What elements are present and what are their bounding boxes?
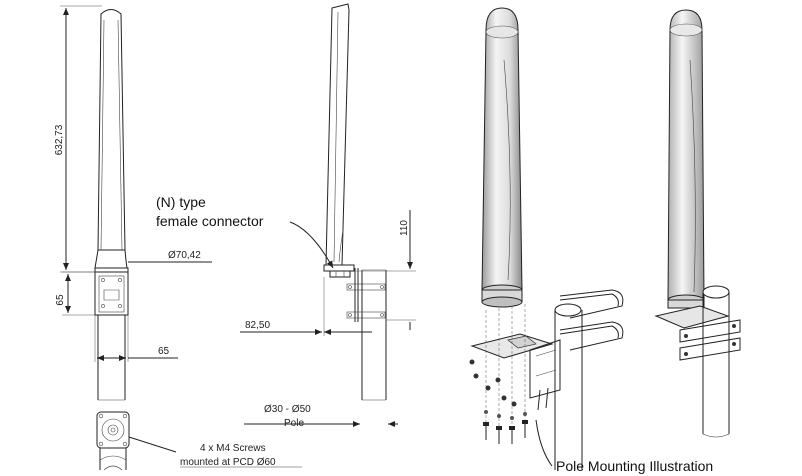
connector-label-line2: female connector	[156, 213, 264, 229]
dim-pole-range: Ø30 - Ø50	[264, 404, 311, 415]
screw-set	[469, 359, 528, 444]
dim-total-height: 632,73	[54, 124, 65, 155]
pole-mounting-caption: Pole Mounting Illustration	[556, 458, 713, 474]
dim-diameter: Ø70,42	[168, 250, 201, 261]
isometric-view-right	[654, 9, 741, 438]
bottom-view	[96, 411, 130, 471]
dim-pole-word: Pole	[284, 418, 304, 429]
connector-label-line1: (N) type	[156, 194, 206, 210]
screws-label-line1: 4 x M4 Screws	[200, 443, 266, 454]
dim-bracket-width: 65	[158, 346, 170, 357]
side-view: 110 82,50 Ø30 - Ø50 Pole (N) type female…	[156, 3, 416, 429]
dim-connector-height: 110	[399, 220, 410, 236]
dim-offset: 82,50	[245, 320, 270, 331]
dim-bracket-height: 65	[55, 294, 66, 306]
screws-label-line2: mounted at PCD Ø60	[180, 457, 276, 468]
isometric-view-left: Pole Mounting Illustration	[469, 7, 713, 474]
front-view: 632,73 Ø70,42 65 65 4 x M4 Screws	[54, 5, 302, 471]
